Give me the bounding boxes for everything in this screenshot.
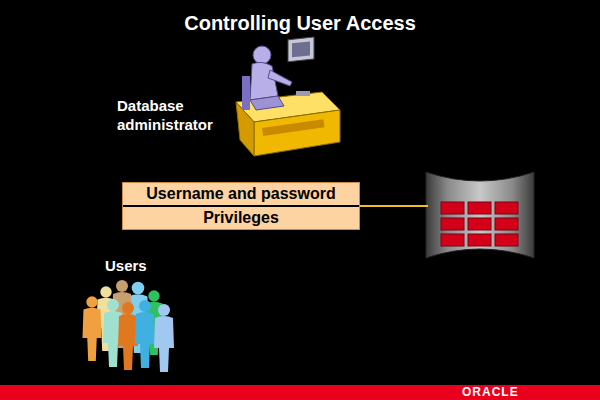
brick [468, 202, 491, 214]
database-cylinder [426, 172, 534, 258]
slide-title: Controlling User Access [0, 12, 600, 35]
leader-line [360, 205, 428, 207]
logo-text: ORACLE [462, 385, 519, 399]
brick [468, 218, 491, 230]
brick [468, 234, 491, 246]
user-figure [83, 296, 102, 361]
box-text: Privileges [123, 207, 359, 229]
brick [441, 218, 464, 230]
brick [495, 234, 518, 246]
access-box: Username and passwordPrivileges [122, 182, 360, 230]
brick [495, 202, 518, 214]
footer-bar [0, 385, 600, 400]
user-figure [135, 300, 155, 368]
users-illustration [83, 280, 175, 372]
figure-label: Users [105, 256, 147, 275]
box-text: Username and password [123, 183, 359, 207]
brick [495, 218, 518, 230]
figure-label: Database administrator [117, 96, 237, 134]
user-figure [118, 302, 138, 370]
dba-illustration [236, 37, 340, 156]
brick [441, 202, 464, 214]
user-figure [154, 304, 174, 372]
brick [441, 234, 464, 246]
